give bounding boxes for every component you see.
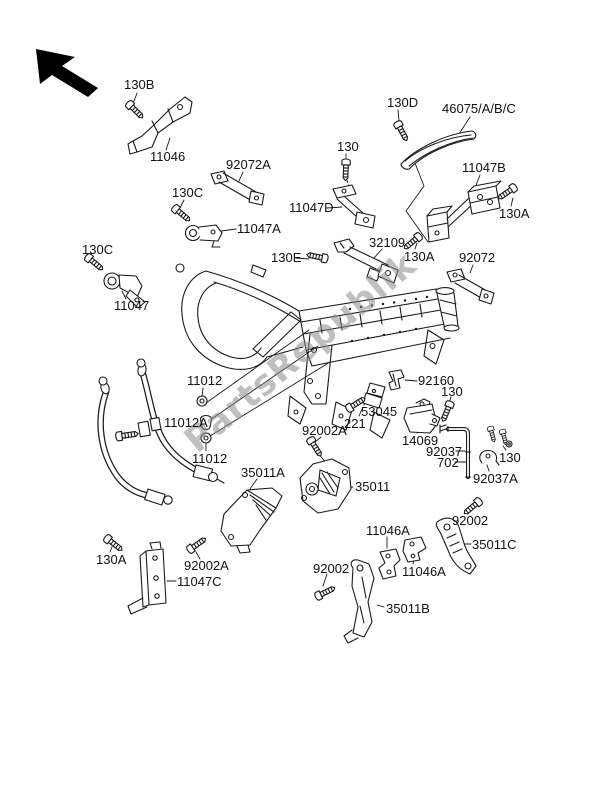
bracket-11046	[127, 96, 193, 155]
part-label-35011b: 35011B	[386, 601, 430, 616]
part-label-221: 221	[344, 416, 366, 431]
hose-assembly	[97, 358, 225, 506]
part-label-92002a-2: 92002A	[184, 558, 229, 573]
hose-union-bolt	[114, 428, 140, 442]
bracket-32109	[333, 238, 399, 284]
part-label-92072a: 92072A	[226, 157, 271, 172]
part-label-92002-1: 92002	[452, 513, 489, 528]
part-label-11046: 11046	[150, 149, 186, 164]
part-label-32109: 32109	[369, 235, 406, 250]
damper-53045	[362, 382, 386, 409]
bracket-35011c	[435, 517, 477, 575]
part-label-130b: 130B	[124, 77, 155, 92]
bolt-92002a-bottom	[184, 534, 209, 555]
part-label-130-3: 130	[499, 450, 521, 465]
bracket-11047c	[127, 541, 167, 615]
part-label-92002-2: 92002	[313, 561, 350, 576]
part-label-11012-2: 11012	[192, 451, 228, 466]
clamp-11047a	[184, 224, 223, 248]
part-label-14069: 14069	[402, 433, 439, 448]
part-label-130-1: 130	[337, 139, 359, 154]
part-label-92037a: 92037A	[473, 471, 518, 486]
part-label-35011c: 35011C	[472, 537, 517, 552]
bolt-130c-upper	[169, 203, 193, 225]
bolt-130-mid	[438, 399, 456, 424]
bracket-14069	[403, 398, 441, 434]
part-label-130-2: 130	[441, 384, 463, 399]
part-label-11046a-2: 11046A	[402, 564, 446, 579]
bolt-130d	[392, 119, 412, 144]
part-label-92160: 92160	[418, 373, 455, 388]
part-label-92072: 92072	[459, 250, 496, 265]
part-label-11047: 11047	[114, 298, 150, 313]
part-label-11012a: 11012A	[164, 415, 208, 430]
rail-46075	[400, 130, 477, 170]
part-label-702: 702	[437, 455, 459, 470]
part-label-53045: 53045	[361, 404, 398, 419]
part-label-46075: 46075/A/B/C	[442, 101, 516, 116]
bracket-35011b	[343, 559, 375, 644]
part-label-11047a: 11047A	[237, 221, 281, 236]
part-label-130a-1: 130A	[499, 206, 530, 221]
part-label-35011a: 35011A	[241, 465, 285, 480]
part-label-35011: 35011	[355, 479, 391, 494]
bracket-35011	[299, 458, 352, 514]
part-label-11046a-1: 11046A	[366, 523, 410, 538]
part-label-130c-1: 130C	[172, 185, 204, 200]
clamp-11047	[103, 272, 146, 309]
clamp-92160	[388, 369, 405, 391]
strap-92072a	[210, 170, 265, 206]
bolt-92002-left	[313, 583, 338, 602]
part-label-11047b: 11047B	[462, 160, 506, 175]
part-label-130a-3: 130A	[96, 552, 127, 567]
bolt-130a-right	[495, 182, 520, 203]
bracket-11047b	[426, 180, 502, 243]
part-label-92037: 92037	[426, 444, 463, 459]
part-label-130c-2: 130C	[82, 242, 114, 257]
guard-35011a	[220, 487, 283, 554]
leader-lines	[90, 92, 514, 608]
bracket-11047d	[332, 184, 376, 229]
bolt-92002a-mid	[305, 434, 325, 459]
bolt-130-top	[340, 158, 351, 182]
part-label-130a-2: 130A	[404, 249, 435, 264]
strap-92072	[446, 268, 495, 305]
part-label-130d: 130D	[387, 95, 419, 110]
bolt-130b	[123, 98, 147, 122]
part-label-11047c: 11047C	[177, 574, 222, 589]
bracket-11046a-upper	[378, 548, 401, 580]
hose-92037-702	[439, 424, 472, 479]
bolts-130-right	[486, 425, 513, 448]
hook-92037a	[479, 449, 500, 466]
part-label-130e: 130E	[271, 250, 302, 265]
part-label-11047d: 11047D	[289, 200, 334, 215]
part-label-11012-1: 11012	[187, 373, 223, 388]
washer-set-11012	[196, 395, 213, 444]
part-label-92002a-1: 92002A	[302, 423, 347, 438]
bracket-11046a-lower	[402, 536, 427, 563]
direction-arrow-icon	[36, 49, 98, 97]
bolt-130a-bottomleft	[101, 533, 126, 555]
bolt-130e	[305, 249, 330, 264]
